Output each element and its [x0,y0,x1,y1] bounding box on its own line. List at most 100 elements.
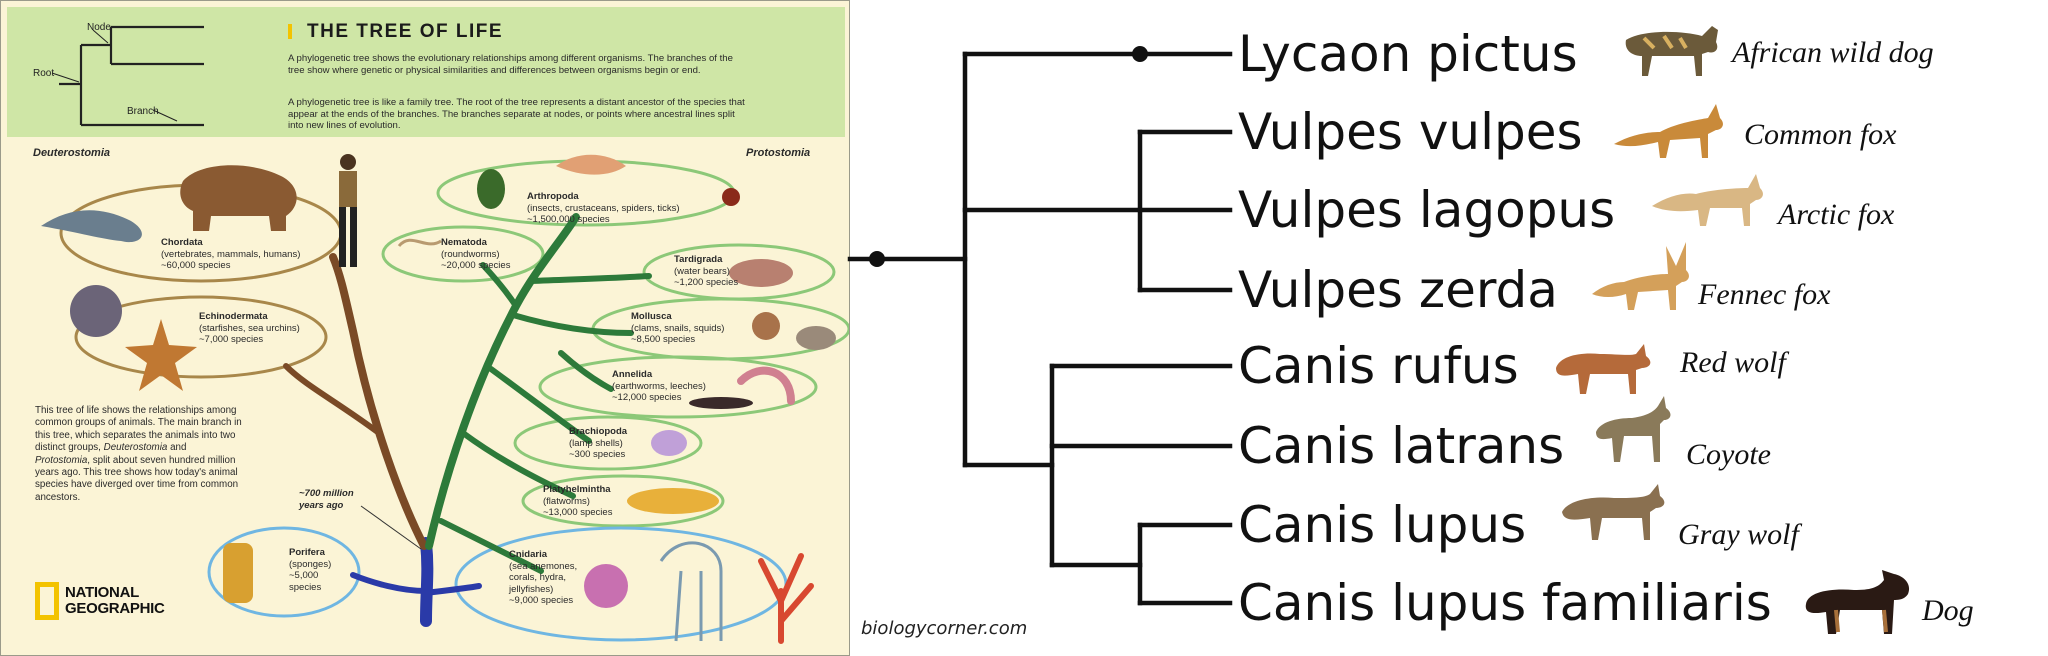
clade-cnidaria: Cnidaria (sea anemones, corals, hydra, j… [509,549,577,607]
clade-description: (flatworms) [543,495,590,507]
annelida-oval [538,355,818,419]
body-text-part-2: , split about seven hundred million year… [35,454,239,503]
common-name-fennec-fox: Fennec fox [1698,278,1831,311]
clade-name: Chordata [161,237,203,248]
clade-description: (starfishes, sea urchins) [199,322,300,334]
sea-urchin-icon [70,285,122,337]
clade-arthropoda: Arthropoda (insects, crustaceans, spider… [527,191,680,226]
clade-description: (sea anemones, [509,560,578,572]
clade-name: Annelida [612,369,653,380]
body-text-part-1: This tree of life shows the relationship… [35,405,242,454]
clade-description: (water bears) [674,265,730,277]
clade-annelida: Annelida (earthworms, leeches) ~12,000 s… [612,369,706,404]
body-text-and: and [167,442,187,454]
clade-brachiopoda: Brachiopoda (lamp shells) ~300 species [569,426,627,461]
common-name-arctic-fox: Arctic fox [1778,198,1895,231]
species-name-vulpes-vulpes: Vulpes vulpes [1238,103,1583,161]
header-box: Node Root Branch THE TREE OF LIFE A phyl… [7,7,845,137]
branch-label: Branch [127,106,159,117]
clade-description: (roundworms) [441,248,500,260]
title-accent-bar [288,24,292,39]
echinodermata-oval [74,295,328,379]
fennec-fox-icon [1592,242,1689,310]
national-geographic-logo: NATIONAL GEOGRAPHIC [35,582,165,620]
common-name-common-fox: Common fox [1744,118,1897,151]
ng-logo-line-2: GEOGRAPHIC [65,600,165,617]
clade-name: Tardigrada [674,254,723,265]
root-node-dot [869,251,885,267]
starfish-icon [125,319,197,391]
clade-description: (clams, snails, squids) [631,322,725,334]
lycaon-node-dot [1132,46,1148,62]
protostomia-label: Protostomia [746,147,811,159]
intro-paragraph-1: A phylogenetic tree shows the evolutiona… [288,53,733,76]
clade-mollusca: Mollusca (clams, snails, squids) ~8,500 … [631,311,724,346]
african-wild-dog-icon [1625,26,1718,76]
intro-paragraph-2: A phylogenetic tree is like a family tre… [288,97,745,131]
body-text-deuterostomia: Deuterostomia [103,442,168,454]
species-name-lycaon-pictus: Lycaon pictus [1238,25,1578,83]
stingray-icon [41,210,142,243]
shrimp-icon [556,154,626,175]
sea-anemone-icon [584,564,628,608]
species-name-vulpes-lagopus: Vulpes lagopus [1238,181,1616,239]
tree-of-life-diagram [41,154,849,644]
clade-name: Nematoda [441,237,487,248]
spider-icon [722,188,740,206]
common-name-red-wolf: Red wolf [1680,346,1786,379]
species-name-canis-latrans: Canis latrans [1238,417,1565,475]
root-branch [350,537,482,627]
ng-logo-line-1: NATIONAL [65,584,139,601]
leech-icon [689,397,753,409]
organism-illustrations [41,154,836,644]
protostomia-branch [425,213,652,574]
root-label: Root [33,68,55,79]
clade-chordata: Chordata (vertebrates, mammals, humans) … [161,237,300,272]
platyhelmintha-oval [521,474,725,528]
tree-of-life-infographic: Node Root Branch THE TREE OF LIFE A phyl… [0,0,850,656]
clade-porifera: Porifera (sponges) ~5,000 species [289,547,331,593]
coyote-icon [1596,396,1671,462]
porifera-oval [207,526,361,618]
species-name-vulpes-zerda: Vulpes zerda [1238,261,1558,319]
clade-name: Cnidaria [509,549,548,560]
clade-description: (insects, crustaceans, spiders, ticks) [527,202,680,214]
clade-name: Mollusca [631,311,672,322]
clade-tardigrada: Tardigrada (water bears) ~1,200 species [674,254,738,289]
clade-species-count: ~1,500,000 species [527,214,610,225]
clade-species-count: ~12,000 species [612,392,682,403]
earthworm-icon [737,366,795,405]
sponge-icon [223,543,253,603]
clade-name: Echinodermata [199,311,268,322]
brachiopoda-oval [513,415,703,471]
ng-yellow-border-icon [35,582,59,620]
clade-name: Brachiopoda [569,426,628,437]
dog-icon [1805,570,1910,634]
clade-species-count: ~300 species [569,449,626,460]
clade-species-count: ~13,000 species [543,507,613,518]
clade-description: (earthworms, leeches) [612,380,706,392]
clade-nematoda: Nematoda (roundworms) ~20,000 species [441,237,510,272]
node-label: Node [87,22,111,33]
body-text-protostomia: Protostomia [35,454,88,466]
red-wolf-icon [1556,344,1651,394]
species-name-canis-lupus: Canis lupus [1238,496,1527,554]
arctic-fox-icon [1652,174,1763,226]
age-label: ~700 million years ago [299,488,354,511]
clade-species-unit: species [289,581,322,593]
clade-name: Arthropoda [527,191,579,202]
gray-wolf-icon [1562,484,1665,540]
coral-icon [758,553,814,644]
clade-species-count: ~1,200 species [674,277,739,288]
clade-description: (lamp shells) [569,437,623,449]
lamp-shell-icon [651,430,687,456]
snail-icon [752,312,780,340]
common-name-coyote: Coyote [1686,438,1771,471]
flatworm-icon [627,488,719,514]
clade-species-count: ~20,000 species [441,260,511,271]
credit-text: biologycorner.com [861,618,1028,639]
species-name-canis-rufus: Canis rufus [1238,337,1519,395]
tardigrade-icon [729,259,793,287]
clade-species-count: ~5,000 [289,570,319,581]
